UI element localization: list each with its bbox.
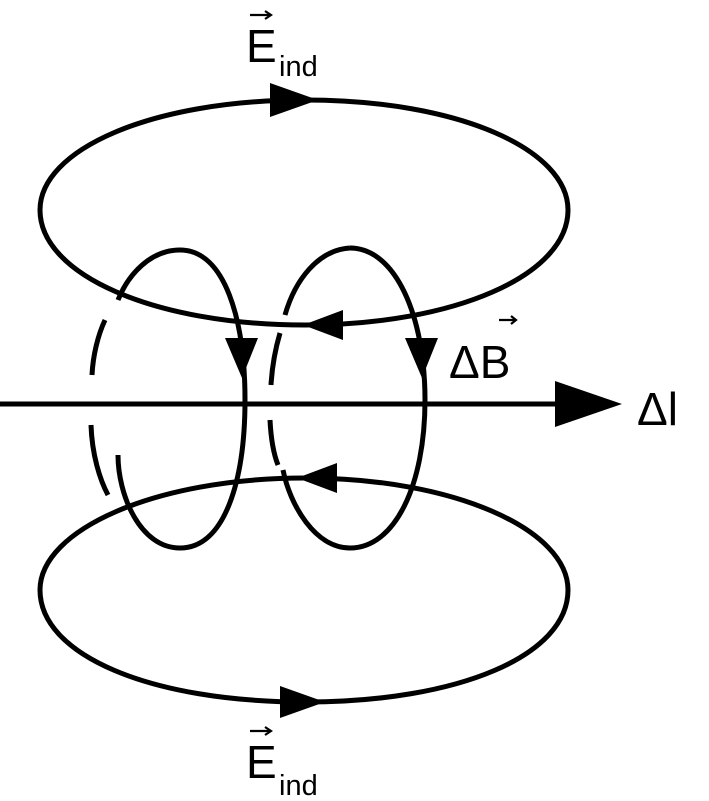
label-induced-field-top: E ind: [246, 10, 318, 83]
label-ind-top: ind: [279, 51, 318, 83]
magnetic-loop-left-back: [88, 247, 181, 497]
arrow-current-axis: [555, 381, 622, 427]
vector-arrow-tip-bottom: [264, 726, 273, 736]
magnetic-loop-right-front: [280, 245, 428, 551]
arrow-left-magnetic-loop: [225, 338, 258, 378]
label-current-element: Δl: [637, 383, 678, 435]
vector-arrow-tip-top: [264, 10, 273, 20]
label-ind-bottom: ind: [279, 770, 318, 801]
magnetic-loop-left-front: [115, 247, 248, 551]
arrow-top-loop-right: [270, 83, 318, 117]
label-e-top: E: [246, 20, 277, 72]
label-field-change: ΔB: [449, 315, 518, 388]
magnetic-loop-right-back: [267, 245, 351, 466]
label-e-bottom: E: [246, 736, 277, 788]
induced-field-loop-bottom: [37, 475, 571, 705]
arrow-right-magnetic-loop: [405, 338, 438, 378]
arrow-bottom-loop-left: [297, 463, 337, 493]
arrow-bottom-loop-right: [280, 686, 325, 718]
vector-arrow-tip-delta-b: [510, 315, 518, 325]
label-delta-b: ΔB: [449, 336, 510, 388]
label-induced-field-bottom: E ind: [246, 726, 318, 801]
arrow-top-loop-left: [303, 310, 343, 340]
